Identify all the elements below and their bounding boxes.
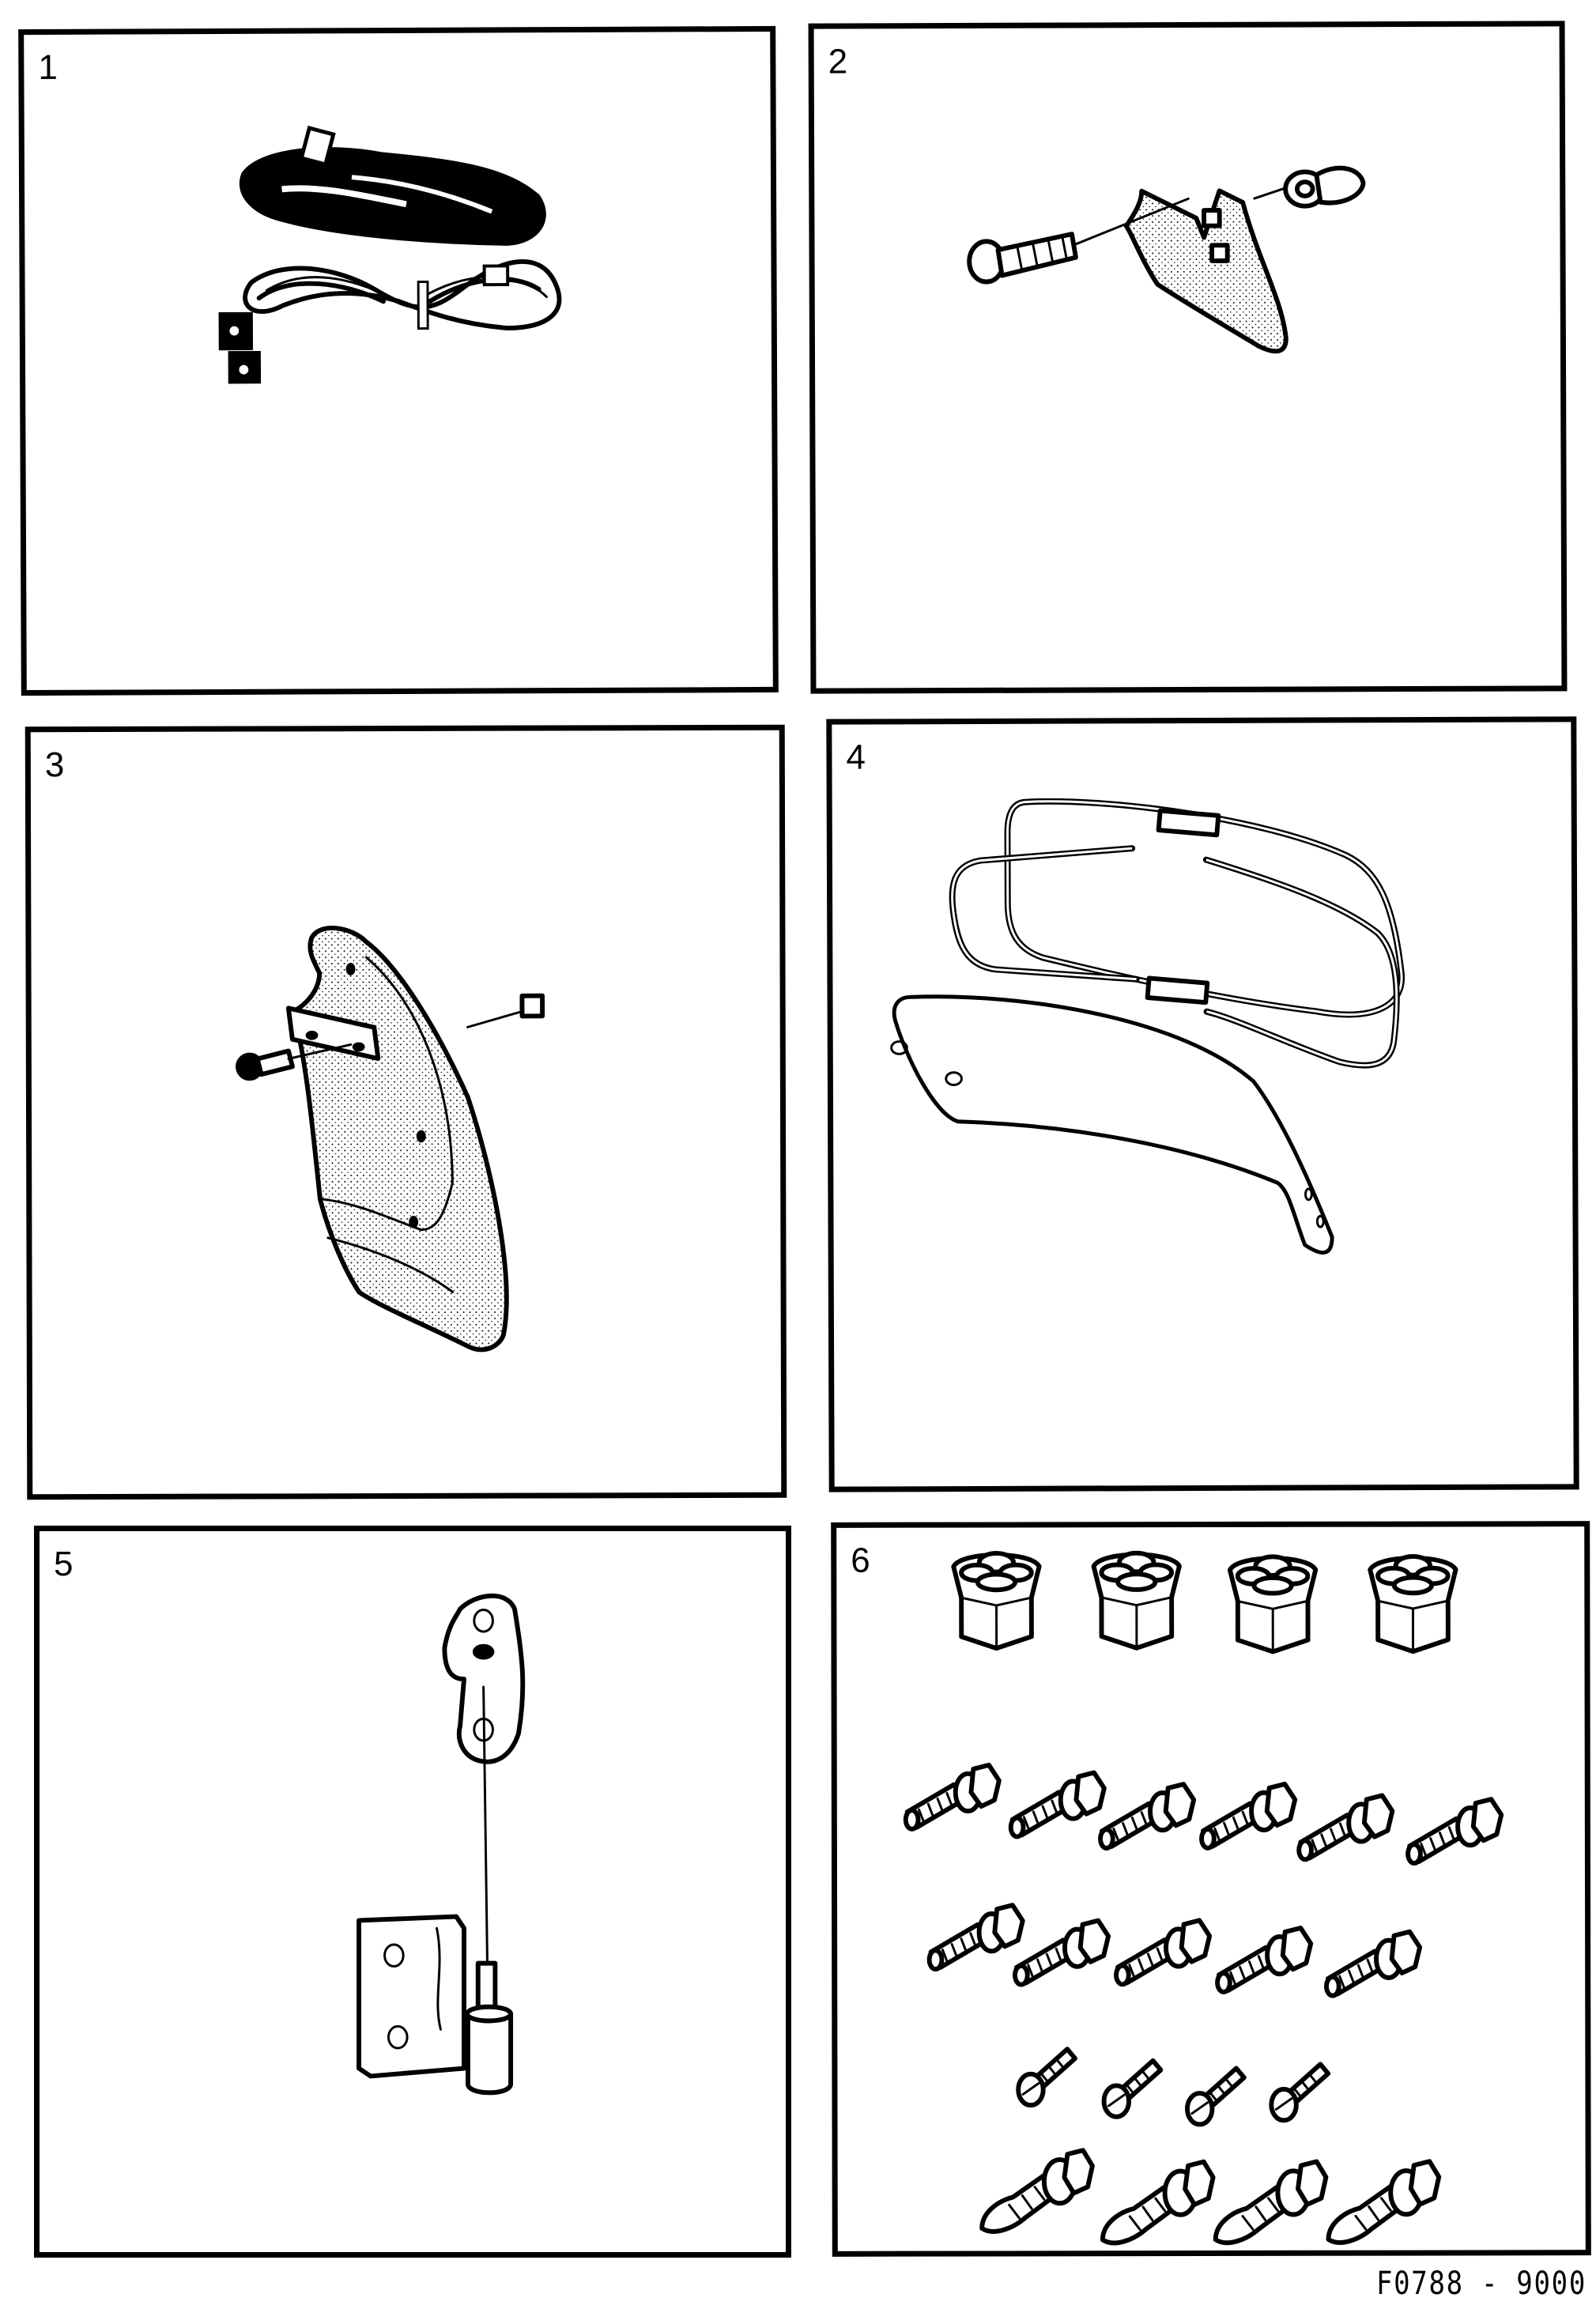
fasteners-icon — [836, 1526, 1586, 2251]
figure-code: F0788 - 9000 — [1375, 2266, 1587, 2302]
wiring-harness-icon — [218, 126, 562, 384]
wire-frame-flap-icon — [890, 798, 1405, 1254]
panel-6: 6 — [831, 1521, 1591, 2257]
panel-1: 1 — [18, 25, 779, 696]
panel-4: 4 — [826, 716, 1579, 1492]
mud-flap-icon — [236, 926, 545, 1353]
hinge-icon — [357, 1593, 526, 2096]
panel-3: 3 — [25, 724, 787, 1500]
mud-flap-bracket-icon — [967, 165, 1366, 354]
panel-number: 5 — [54, 1545, 74, 1583]
panel-2: 2 — [808, 21, 1568, 694]
panel-5: 5 — [34, 1526, 791, 2258]
